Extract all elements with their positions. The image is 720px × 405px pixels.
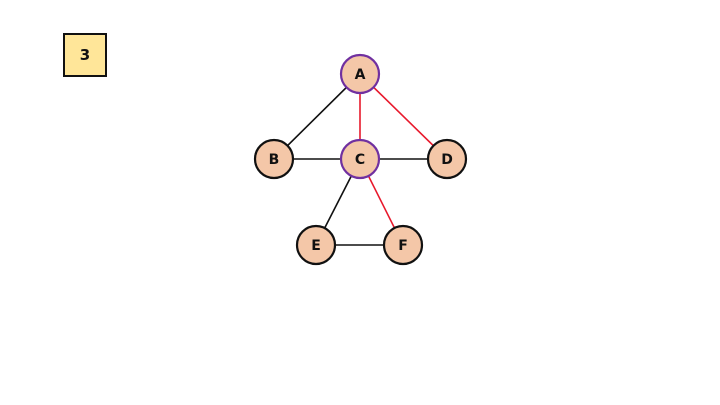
- node-label: A: [355, 67, 366, 83]
- node-B: B: [253, 138, 295, 180]
- node-label: B: [269, 152, 280, 168]
- node-label: E: [311, 238, 321, 254]
- step-number: 3: [79, 46, 91, 64]
- node-circle: [295, 224, 337, 266]
- edge-A-B: [273, 73, 361, 160]
- node-circle: [382, 224, 424, 266]
- node-circle: [339, 138, 381, 180]
- node-circle: [339, 53, 381, 95]
- node-F: F: [382, 224, 424, 266]
- node-A: A: [339, 53, 381, 95]
- edge-A-D: [359, 73, 448, 160]
- node-label: F: [398, 238, 408, 254]
- node-C: C: [339, 138, 381, 180]
- node-circle: [426, 138, 468, 180]
- node-label: D: [441, 152, 453, 168]
- node-D: D: [426, 138, 468, 180]
- step-number-box: 3: [63, 33, 107, 77]
- node-circle: [253, 138, 295, 180]
- node-E: E: [295, 224, 337, 266]
- node-label: C: [355, 152, 365, 168]
